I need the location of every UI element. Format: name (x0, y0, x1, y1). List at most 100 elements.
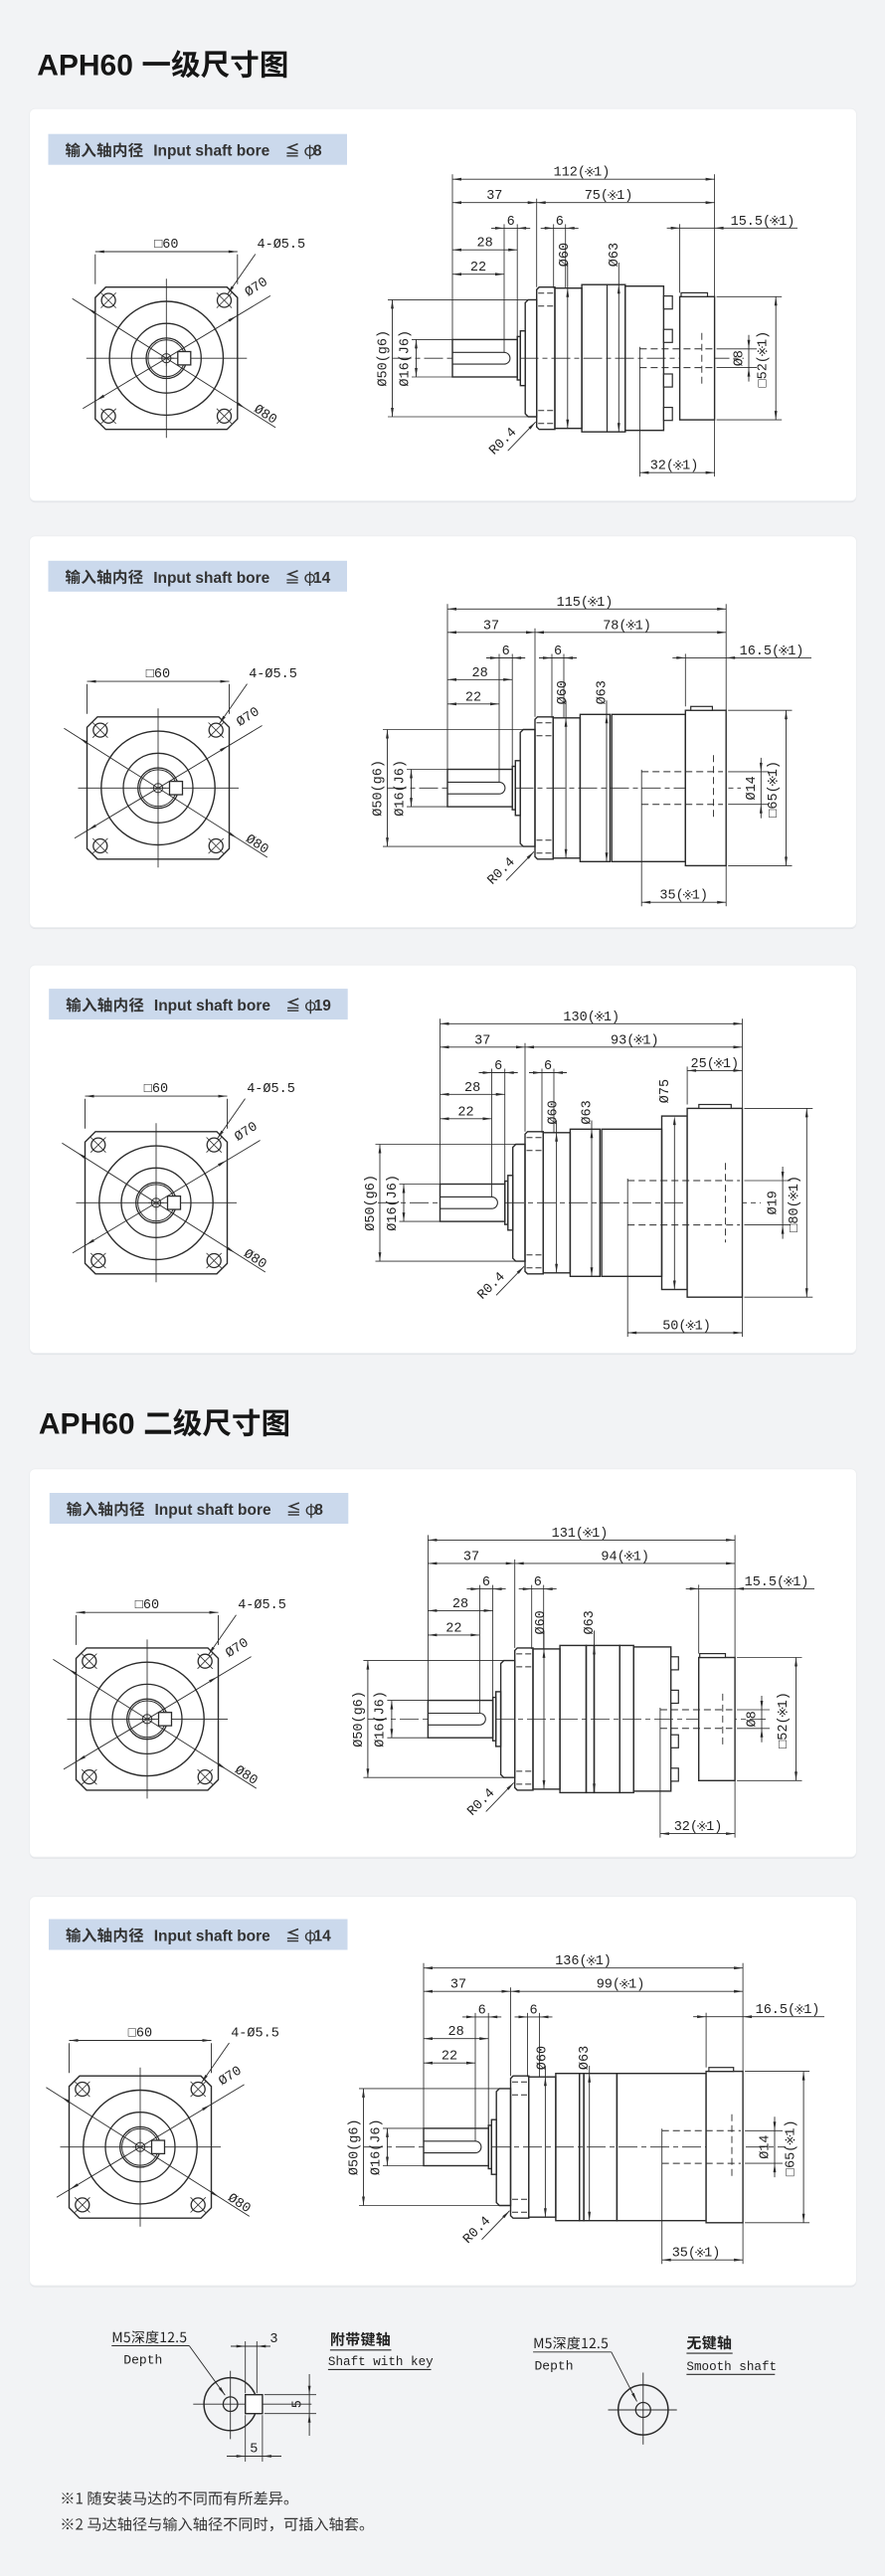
svg-text:□60: □60 (146, 667, 170, 682)
svg-text:Shaft with key: Shaft with key (328, 2355, 434, 2369)
svg-text:35( 1): 35( 1) (672, 2247, 721, 2262)
svg-text:Ø50(g6): Ø50(g6) (352, 1691, 367, 1748)
svg-text:Ø16(J6): Ø16(J6) (398, 330, 413, 387)
svg-text:131( 1): 131( 1) (552, 1527, 609, 1542)
svg-text:6: 6 (482, 1575, 490, 1590)
svg-text:28: 28 (448, 2025, 464, 2040)
svg-text:3: 3 (269, 2332, 277, 2347)
svg-text:6: 6 (478, 2003, 486, 2018)
svg-text:4-Ø5.5: 4-Ø5.5 (249, 667, 297, 682)
svg-text:Input shaft bore: Input shaft bore (155, 1502, 271, 1519)
svg-text:Ø63: Ø63 (583, 1610, 598, 1634)
svg-text:15.5( 1): 15.5( 1) (731, 215, 796, 230)
svg-text:75( 1): 75( 1) (585, 189, 633, 204)
svg-text:8: 8 (314, 1502, 323, 1519)
svg-text:6: 6 (502, 644, 510, 659)
svg-text:Ø60: Ø60 (535, 2046, 550, 2070)
svg-text:16.5( 1): 16.5( 1) (740, 644, 804, 659)
svg-text:Ø63: Ø63 (578, 2046, 593, 2070)
svg-text:78( 1): 78( 1) (603, 619, 651, 634)
svg-text:19: 19 (314, 998, 332, 1014)
svg-text:□65( 1): □65( 1) (785, 2119, 799, 2176)
svg-text:37: 37 (463, 1550, 479, 1564)
svg-text:136( 1): 136( 1) (555, 1954, 612, 1969)
svg-text:Ø60: Ø60 (556, 680, 571, 704)
svg-text:14: 14 (313, 570, 331, 587)
svg-text:Ø50(g6): Ø50(g6) (377, 330, 392, 387)
svg-text:Depth: Depth (535, 2358, 574, 2373)
svg-text:6: 6 (534, 1575, 542, 1590)
svg-text:□65( 1): □65( 1) (767, 761, 782, 818)
svg-text:14: 14 (314, 1929, 332, 1945)
svg-text:Input shaft bore: Input shaft bore (153, 143, 269, 160)
svg-text:□60: □60 (128, 2026, 152, 2041)
svg-text:37: 37 (486, 189, 502, 204)
svg-text:15.5( 1): 15.5( 1) (745, 1575, 809, 1590)
svg-text:6: 6 (544, 1059, 552, 1074)
svg-text:28: 28 (452, 1597, 468, 1612)
svg-text:□60: □60 (135, 1598, 159, 1613)
svg-text:□80( 1): □80( 1) (788, 1176, 802, 1232)
svg-text:32( 1): 32( 1) (650, 460, 699, 474)
svg-text:22: 22 (457, 1105, 473, 1120)
svg-text:130( 1): 130( 1) (563, 1011, 620, 1025)
svg-text:6: 6 (507, 215, 515, 230)
svg-text:6: 6 (530, 2003, 538, 2018)
svg-text:Ø14: Ø14 (759, 2135, 774, 2159)
svg-text:16.5( 1): 16.5( 1) (756, 2003, 820, 2018)
svg-text:8: 8 (313, 143, 322, 160)
svg-text:4-Ø5.5: 4-Ø5.5 (247, 1082, 295, 1097)
svg-text:Ø8: Ø8 (733, 350, 748, 366)
svg-text:112( 1): 112( 1) (554, 166, 611, 181)
svg-text:Ø16(J6): Ø16(J6) (393, 760, 408, 817)
svg-text:22: 22 (442, 2050, 457, 2065)
svg-text:Ø19: Ø19 (767, 1191, 782, 1214)
svg-text:37: 37 (450, 1978, 466, 1993)
svg-text:Smooth shaft: Smooth shaft (686, 2360, 777, 2374)
svg-text:6: 6 (554, 644, 562, 659)
svg-text:□52( 1): □52( 1) (757, 331, 772, 388)
svg-text:Ø16(J6): Ø16(J6) (374, 1691, 389, 1748)
svg-text:□60: □60 (144, 1082, 168, 1097)
svg-text:115( 1): 115( 1) (557, 596, 614, 611)
svg-text:□52( 1): □52( 1) (777, 1692, 792, 1748)
svg-text:Ø14: Ø14 (745, 776, 760, 800)
svg-text:4-Ø5.5: 4-Ø5.5 (231, 2026, 279, 2041)
svg-text:6: 6 (494, 1059, 502, 1074)
svg-text:37: 37 (483, 619, 499, 634)
svg-text:32( 1): 32( 1) (674, 1820, 723, 1835)
svg-text:Ø60: Ø60 (534, 1610, 549, 1634)
svg-text:Input shaft bore: Input shaft bore (154, 1929, 270, 1945)
svg-text:Ø63: Ø63 (581, 1100, 596, 1124)
svg-text:Ø50(g6): Ø50(g6) (372, 760, 387, 817)
svg-text:Ø50(g6): Ø50(g6) (348, 2118, 363, 2175)
svg-text:50( 1): 50( 1) (662, 1320, 711, 1335)
svg-text:Depth: Depth (123, 2353, 162, 2368)
svg-text:Ø60: Ø60 (558, 243, 573, 267)
svg-text:25( 1): 25( 1) (691, 1057, 740, 1072)
svg-text:93( 1): 93( 1) (611, 1033, 659, 1048)
svg-text:22: 22 (445, 1621, 461, 1636)
svg-text:Ø50(g6): Ø50(g6) (364, 1175, 379, 1231)
svg-text:6: 6 (556, 215, 564, 230)
svg-text:Ø16(J6): Ø16(J6) (386, 1175, 401, 1231)
svg-text:Input shaft bore: Input shaft bore (153, 570, 269, 587)
svg-text:Ø16(J6): Ø16(J6) (369, 2118, 384, 2175)
svg-text:22: 22 (465, 690, 481, 705)
svg-text:37: 37 (474, 1033, 490, 1048)
svg-text:28: 28 (464, 1081, 480, 1096)
svg-text:35( 1): 35( 1) (659, 889, 708, 904)
svg-text:Input shaft bore: Input shaft bore (154, 998, 270, 1014)
svg-text:28: 28 (472, 666, 488, 681)
svg-text:22: 22 (470, 261, 486, 276)
svg-text:Ø63: Ø63 (608, 243, 622, 267)
svg-text:Ø63: Ø63 (596, 680, 611, 704)
svg-text:APH60: APH60 (37, 50, 133, 83)
svg-text:5: 5 (250, 2443, 258, 2458)
svg-text:□60: □60 (154, 238, 178, 253)
svg-text:APH60: APH60 (39, 1408, 135, 1441)
svg-text:Ø8: Ø8 (746, 1711, 761, 1727)
svg-text:4-Ø5.5: 4-Ø5.5 (258, 238, 306, 253)
svg-text:99( 1): 99( 1) (597, 1978, 645, 1993)
svg-text:Ø75: Ø75 (658, 1079, 673, 1103)
